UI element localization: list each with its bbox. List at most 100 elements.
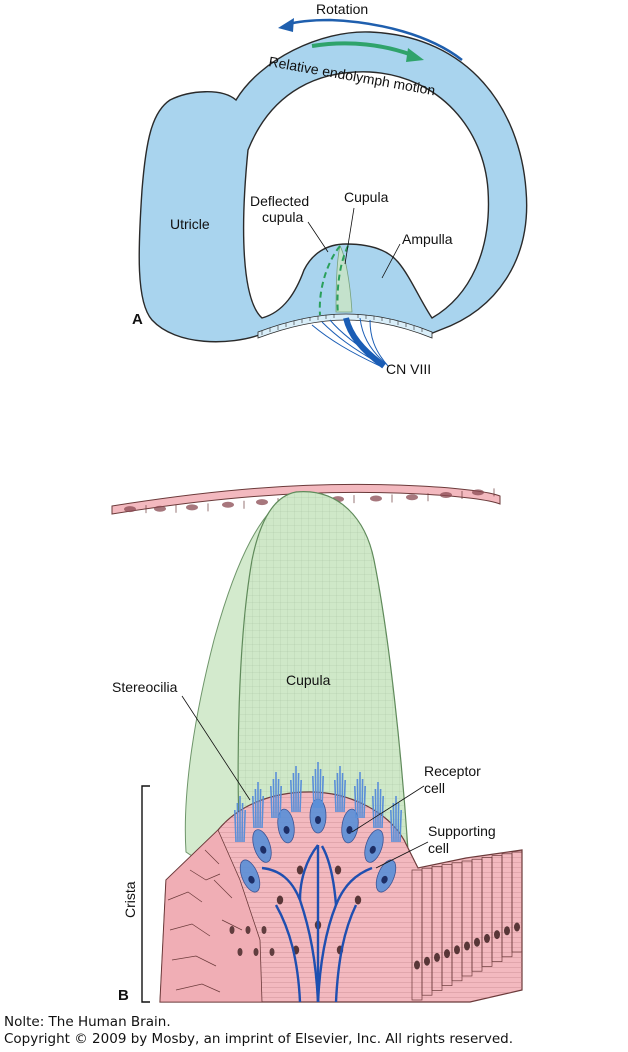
rotation-arrow [289,18,463,61]
stereocilium [277,778,280,819]
epithelium-nucleus [424,956,430,966]
crista-side-tissue [159,829,263,1003]
stereocilium [372,795,375,829]
leader-ampulla [381,243,401,279]
stereocilium [261,795,264,829]
stereocilium [243,809,246,843]
epithelium-nucleus [514,922,520,932]
epithelium-nucleus [444,949,450,959]
cupula-label-a: Cupula [344,189,389,205]
stereocilia [234,762,402,843]
ampulla-epithelium-ticks [261,314,423,335]
stereocilium [252,795,255,829]
receptor-label-2: cell [424,780,445,796]
endolymph-arrow-head [406,48,424,62]
supporting-label-2: cell [428,840,449,856]
roof-cell-nucleus [256,499,268,506]
receptor-cell-nucleus [369,845,376,854]
receptor-cell-nucleus [381,875,388,884]
deflected-label-1: Deflected [250,193,309,209]
caption-line-2: Copyright © 2009 by Mosby, an imprint of… [4,1031,513,1047]
stereocilium [354,785,357,819]
stereocilium [254,788,257,829]
stereocilia-label: Stereocilia [112,679,178,695]
stereocilium [234,809,237,843]
stereocilium [356,778,359,819]
deflected-cupula-dash-2 [336,245,349,316]
receptor-cell-nucleus [260,845,267,854]
stereocilium [299,779,302,813]
panel-a: Rotation Relative endolymph motion Utric… [132,1,528,377]
stereocilium [392,802,395,843]
cn-viii-label: CN VIII [386,361,431,377]
stereocilium [290,779,293,813]
stereocilium [312,775,315,809]
crista-bracket [141,785,150,1003]
stereocilium [292,772,295,813]
supporting-label-1: Supporting [428,823,496,839]
leader-stereocilia [181,695,251,801]
crista-nucleus [229,926,235,934]
epithelium-nucleus [414,960,420,970]
ampulla-epithelium [257,313,433,339]
stereocilium [374,788,377,829]
stereocilium [343,779,346,813]
panel-b-letter: B [118,987,129,1004]
stereocilium [336,772,339,813]
supporting-cell-nucleus [276,895,284,905]
deflected-label-2: cupula [262,209,303,225]
leader-receptor [351,785,425,833]
panel-a-letter: A [132,311,143,328]
panel-b: Stereocilia Cupula Receptor cell Support… [111,483,523,1004]
deflected-cupula-dash [318,245,341,316]
epithelium-cell [511,851,523,953]
stereocilium [334,779,337,813]
rotation-label: Rotation [316,1,368,17]
receptor-label-1: Receptor [424,763,481,779]
crista-label: Crista [122,881,138,918]
stereocilium [319,768,322,809]
cn-viii-nerve [311,317,389,369]
nerve-fibres [261,844,373,1003]
cupula-b-texture [238,491,408,871]
receptor-cell-nucleus [315,816,321,824]
epithelium-nucleus [504,926,510,936]
stereocilium [270,785,273,819]
roof-cell-nucleus [124,506,136,513]
receptor-cell-nucleus [283,825,290,834]
ampulla-label: Ampulla [402,231,453,247]
crista-nucleus [245,926,251,934]
stereocilium [297,772,300,813]
stereocilium [279,785,282,819]
stereocilium [361,778,364,819]
stereocilium [314,768,317,809]
crista-side-cells [167,849,243,993]
stereocilium [363,785,366,819]
supporting-cell-nucleus [334,865,342,875]
roof-cell-nucleus [186,504,198,511]
cupula-shape [335,244,353,313]
caption-line-1: Nolte: The Human Brain. [4,1014,171,1030]
ampulla-roof [111,483,501,515]
epithelium-nucleus [434,952,440,962]
epithelium-nucleus [454,945,460,955]
epithelium-nucleus [484,933,490,943]
receptor-cell-nucleus [346,825,353,834]
stereocilium [241,802,244,843]
crista-nucleus [253,948,259,956]
stereocilium [259,788,262,829]
stereocilium [272,778,275,819]
roof-cell-nucleus [406,494,418,501]
leader-cupula [344,207,355,265]
stereocilium [399,809,402,843]
stereocilium [379,788,382,829]
roof-cell-nucleus [370,495,382,502]
epithelium-nucleus [464,941,470,951]
leader-deflected [307,221,329,253]
crista-nucleus [269,948,275,956]
supporting-cell-nucleus [354,895,362,905]
epithelium-nucleus [494,930,500,940]
roof-cell-nucleus [440,491,452,498]
stereocilium [390,809,393,843]
